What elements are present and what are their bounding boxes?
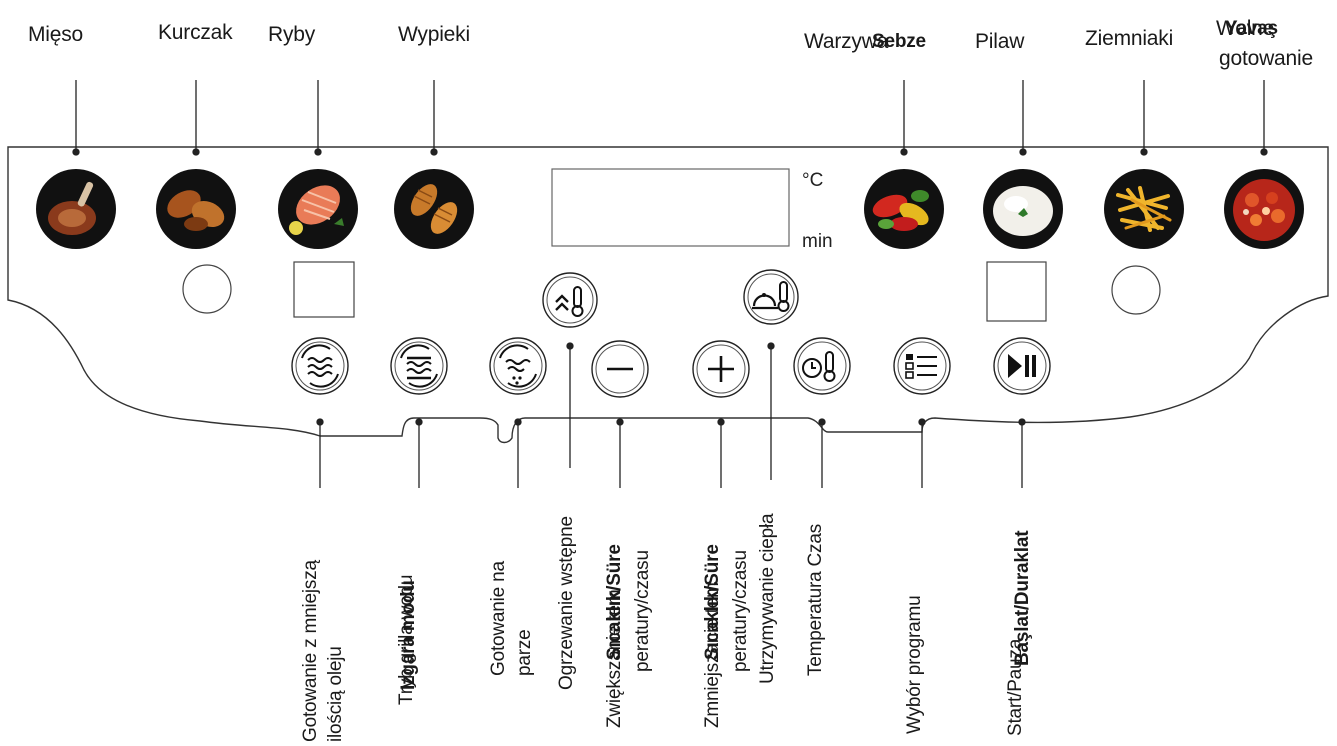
low-oil-icon[interactable] <box>291 337 349 395</box>
label-increase-2: peratury/czasu <box>632 550 653 672</box>
label-increase-alt: Sıcaklık/Süre <box>604 544 625 660</box>
rice-icon[interactable] <box>983 169 1063 249</box>
indicator-circle <box>1111 265 1161 315</box>
grill-mode-icon[interactable] <box>390 337 448 395</box>
steam-icon[interactable] <box>489 337 547 395</box>
fish-icon[interactable] <box>278 169 358 249</box>
label-start-pause-alt: Başlat/Duraklat <box>1012 530 1033 666</box>
label-ziemniaki: Ziemniaki <box>1085 27 1174 50</box>
label-warzywa: Warzywa <box>804 30 889 53</box>
chicken-icon[interactable] <box>156 169 236 249</box>
temp-time-icon[interactable] <box>793 337 851 395</box>
label-decrease-alt: Sıcaklık/Süre <box>702 544 723 660</box>
croissant-icon[interactable] <box>394 169 474 249</box>
label-temp-time: Temperatura Czas <box>805 523 826 676</box>
label-kurczak: Kurczak <box>158 21 233 44</box>
label-decrease-2: peratury/czasu <box>730 550 751 672</box>
unit-min: min <box>802 231 833 252</box>
stew-icon[interactable] <box>1224 169 1304 249</box>
indicator-square <box>293 261 355 318</box>
vegetables-icon[interactable] <box>864 169 944 249</box>
label-low-oil-1: Gotowanie z mniejszą <box>300 560 321 742</box>
fries-icon[interactable] <box>1104 169 1184 249</box>
label-low-oil-2: ilością oleju <box>325 646 346 742</box>
minus-icon[interactable] <box>591 340 649 398</box>
label-wypieki: Wypieki <box>398 23 470 46</box>
meat-icon[interactable] <box>36 169 116 249</box>
preheat-icon[interactable] <box>542 272 598 328</box>
label-program: Wybór programu <box>904 595 925 734</box>
unit-celsius: °C <box>802 170 824 191</box>
label-sebze: Sebze <box>872 31 926 52</box>
indicator-circle <box>182 264 232 314</box>
label-steam-1: Gotowanie na <box>488 561 509 676</box>
label-wolne-gotowanie: gotowanie <box>1219 47 1313 70</box>
label-yavas: Yavaş <box>1225 18 1278 39</box>
display-screen <box>551 168 790 247</box>
indicator-square <box>986 261 1047 322</box>
label-mieso: Mięso <box>28 23 84 46</box>
label-pilaw: Pilaw <box>975 30 1025 53</box>
plus-icon[interactable] <box>692 340 750 398</box>
label-grill-mode-alt: Izgara modu <box>398 580 419 690</box>
label-preheat: Ogrzewanie wstępne <box>556 516 577 690</box>
play-pause-icon[interactable] <box>993 337 1051 395</box>
keep-warm-icon[interactable] <box>743 269 799 325</box>
label-keep-warm: Utrzymywanie ciepła <box>757 513 778 684</box>
label-steam-2: parze <box>514 629 535 676</box>
program-list-icon[interactable] <box>893 337 951 395</box>
label-ryby: Ryby <box>268 23 316 46</box>
label-wolne: Wolne <box>1216 17 1275 40</box>
